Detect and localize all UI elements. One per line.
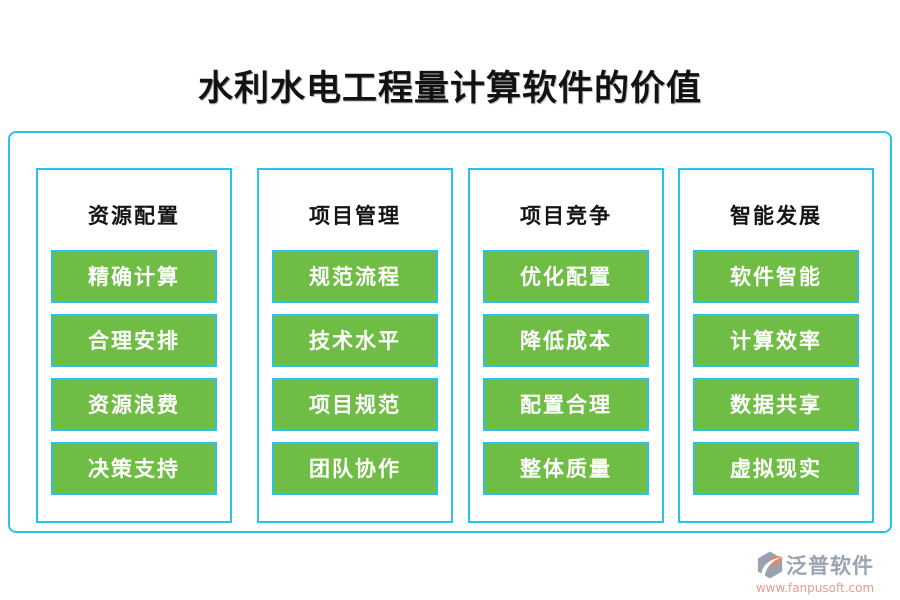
value-button[interactable]: 软件智能	[693, 250, 859, 303]
button-stack: 优化配置 降低成本 配置合理 整体质量	[470, 238, 662, 495]
column-project-management: 项目管理 规范流程 技术水平 项目规范 团队协作	[257, 168, 453, 523]
outer-frame: 资源配置 精确计算 合理安排 资源浪费 决策支持 项目管理 规范流程 技术水平 …	[8, 131, 892, 533]
value-button[interactable]: 决策支持	[51, 442, 217, 495]
value-button[interactable]: 团队协作	[272, 442, 438, 495]
value-button[interactable]: 计算效率	[693, 314, 859, 367]
column-resource-allocation: 资源配置 精确计算 合理安排 资源浪费 决策支持	[36, 168, 232, 523]
value-button[interactable]: 数据共享	[693, 378, 859, 431]
column-header: 智能发展	[730, 203, 822, 228]
button-stack: 精确计算 合理安排 资源浪费 决策支持	[38, 238, 230, 495]
value-button[interactable]: 规范流程	[272, 250, 438, 303]
brand-name: 泛普软件	[786, 553, 874, 578]
column-header: 项目竞争	[520, 203, 612, 228]
value-button[interactable]: 资源浪费	[51, 378, 217, 431]
value-button[interactable]: 整体质量	[483, 442, 649, 495]
value-button[interactable]: 优化配置	[483, 250, 649, 303]
value-button[interactable]: 技术水平	[272, 314, 438, 367]
value-button[interactable]: 项目规范	[272, 378, 438, 431]
brand-url-link[interactable]: www.fanpusoft.com	[755, 581, 875, 595]
value-button[interactable]: 精确计算	[51, 250, 217, 303]
value-button[interactable]: 降低成本	[483, 314, 649, 367]
column-header: 项目管理	[309, 203, 401, 228]
column-intelligent-development: 智能发展 软件智能 计算效率 数据共享 虚拟现实	[678, 168, 874, 523]
button-stack: 规范流程 技术水平 项目规范 团队协作	[259, 238, 451, 495]
value-button[interactable]: 配置合理	[483, 378, 649, 431]
column-header: 资源配置	[88, 203, 180, 228]
page-title: 水利水电工程量计算软件的价值	[197, 68, 702, 109]
column-project-competition: 项目竞争 优化配置 降低成本 配置合理 整体质量	[468, 168, 664, 523]
brand-watermark: 泛普软件 www.fanpusoft.com	[740, 550, 890, 595]
button-stack: 软件智能 计算效率 数据共享 虚拟现实	[680, 238, 872, 495]
fanpu-logo-icon	[756, 551, 784, 579]
value-button[interactable]: 合理安排	[51, 314, 217, 367]
value-button[interactable]: 虚拟现实	[693, 442, 859, 495]
